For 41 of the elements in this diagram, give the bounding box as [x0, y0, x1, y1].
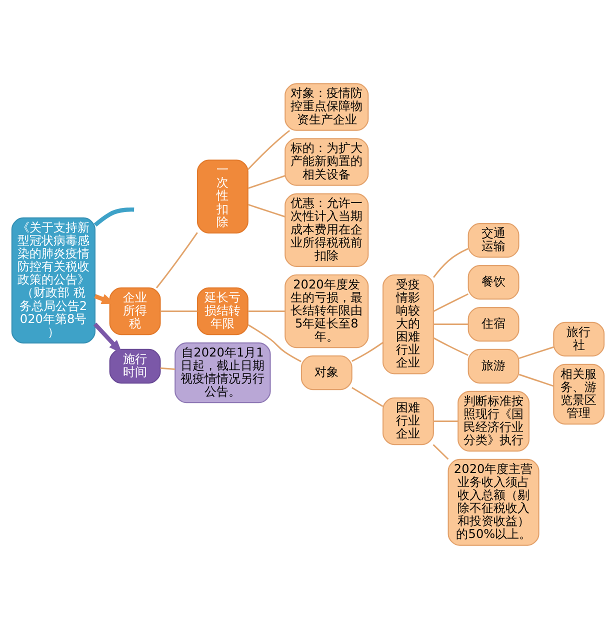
node-box: 判断标准按照现行《国民经济行业分类》执行	[458, 390, 530, 452]
connector	[433, 248, 468, 278]
node-box: 相关服务、游览景区管理	[553, 363, 605, 424]
node-box: 延长亏损结转年限	[196, 286, 248, 335]
node-box: 标的：为扩大产能新购置的相关设备	[284, 138, 369, 186]
node-box: 对象：疫情防控重点保障物资生产企业	[284, 82, 369, 130]
connector	[352, 386, 384, 406]
node-box: 交通运输	[468, 222, 520, 258]
connector	[247, 129, 290, 170]
connector	[248, 174, 286, 188]
connector	[94, 206, 134, 226]
node-box: 2020年度主营业务收入须占收入总额（剔除不征税收入和投资收益）的50%以上。	[448, 458, 540, 546]
connector	[433, 336, 468, 356]
connector	[434, 323, 468, 325]
connector	[352, 342, 384, 362]
connector	[248, 310, 286, 312]
node-box: 旅游	[468, 348, 520, 384]
node-box: 旅行社	[553, 321, 605, 356]
node-box: 一次性扣除	[196, 159, 248, 233]
connector	[247, 324, 302, 362]
node-box: 受疫情影响较大的困难行业企业	[382, 274, 434, 374]
node-box: 施行时间	[109, 348, 161, 384]
connector	[518, 346, 554, 358]
node-box: 优惠：允许一次性计入当期成本费用在企业所得税税前扣除	[284, 192, 369, 267]
connector	[248, 203, 286, 217]
connector	[434, 420, 458, 422]
connector	[432, 444, 449, 460]
connector	[433, 292, 468, 312]
node-box: 企业所得税	[109, 286, 161, 335]
connector	[160, 310, 198, 312]
arrow	[93, 322, 122, 353]
node-box: 自2020年1月1日起，截止日期视疫情情况另行公告。	[174, 342, 271, 403]
node-box: 《关于支持新型冠状病毒感染的肺炎疫情防控有关税收政策的公告》 （财政部 税务总局公告2020年第8号）	[11, 216, 96, 343]
connector	[160, 366, 176, 370]
connector	[156, 232, 198, 288]
node-box: 对象	[300, 354, 352, 390]
node-box: 住宿	[468, 306, 520, 342]
node-box: 2020年度发生的亏损，最长结转年限由5年延长至8年。	[284, 274, 369, 348]
node-box: 困难行业企业	[382, 396, 434, 445]
node-box: 餐饮	[468, 264, 520, 300]
connector	[518, 373, 554, 386]
